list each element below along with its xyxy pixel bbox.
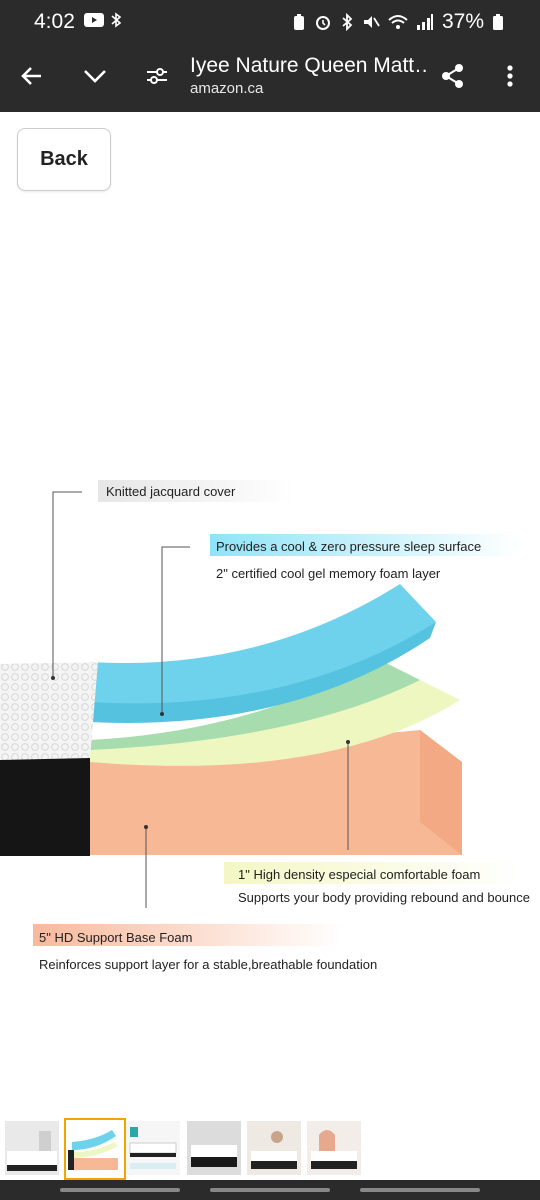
mattress-layers-diagram — [0, 342, 540, 1118]
thumbnail-5[interactable] — [247, 1121, 301, 1175]
base-foam-title-label: 5" HD Support Base Foam — [39, 930, 192, 945]
share-icon — [439, 62, 467, 90]
thumbnail-6-image — [307, 1121, 361, 1175]
status-time: 4:02 — [34, 10, 75, 34]
youtube-icon — [84, 12, 104, 28]
back-arrow-button[interactable] — [10, 54, 54, 98]
hd-foam-title-label: 1" High density especial comfortable foa… — [238, 867, 480, 882]
thumbnail-4[interactable] — [187, 1121, 241, 1175]
bluetooth-icon — [110, 12, 122, 28]
signal-icon — [416, 13, 434, 31]
thumbnail-3[interactable] — [126, 1121, 180, 1175]
chevron-down-icon — [82, 63, 108, 89]
thumbnail-4-image — [187, 1121, 241, 1175]
alarm-icon — [314, 13, 332, 31]
thumbnail-3-image — [126, 1121, 180, 1175]
thumbnail-strip — [0, 1118, 540, 1180]
base-foam-desc-label: Reinforces support layer for a stable,br… — [39, 957, 377, 972]
nav-pill-right[interactable] — [360, 1188, 480, 1192]
product-image-viewer: Back — [0, 112, 540, 1118]
knitted-cover-layer — [0, 662, 98, 760]
thumbnail-1[interactable] — [5, 1121, 59, 1175]
page-title[interactable]: Iyee Nature Queen Matt… — [190, 54, 430, 78]
status-bar: 4:02 37% — [0, 0, 540, 44]
battery-percent: 37% — [442, 10, 484, 34]
back-button[interactable]: Back — [17, 128, 111, 191]
share-button[interactable] — [431, 54, 475, 98]
tune-icon — [144, 63, 170, 89]
more-options-button[interactable] — [488, 54, 532, 98]
system-nav-bar — [0, 1180, 540, 1200]
thumbnail-2-image — [66, 1120, 124, 1178]
battery-saver-icon — [292, 13, 306, 31]
nav-pill-center[interactable] — [210, 1188, 330, 1192]
browser-toolbar: Iyee Nature Queen Matt… amazon.ca — [0, 44, 540, 112]
cover-leader-line — [53, 492, 82, 678]
thumbnail-6[interactable] — [307, 1121, 361, 1175]
mute-icon — [362, 13, 380, 31]
wifi-icon — [388, 13, 408, 31]
cover-label: Knitted jacquard cover — [106, 484, 235, 499]
more-vert-icon — [506, 64, 514, 88]
collapse-button[interactable] — [73, 54, 117, 98]
bluetooth-status-icon — [340, 13, 354, 31]
thumbnail-2-selected[interactable] — [64, 1118, 126, 1180]
thumbnail-5-image — [247, 1121, 301, 1175]
nav-pill-left[interactable] — [60, 1188, 180, 1192]
thumbnail-1-image — [5, 1121, 59, 1175]
page-domain[interactable]: amazon.ca — [190, 80, 263, 97]
gel-desc-label: 2" certified cool gel memory foam layer — [216, 566, 440, 581]
battery-icon — [492, 13, 504, 31]
page-settings-button[interactable] — [135, 54, 179, 98]
gel-title-label: Provides a cool & zero pressure sleep su… — [216, 539, 481, 554]
arrow-left-icon — [19, 63, 45, 89]
hd-foam-desc-label: Supports your body providing rebound and… — [238, 890, 530, 905]
